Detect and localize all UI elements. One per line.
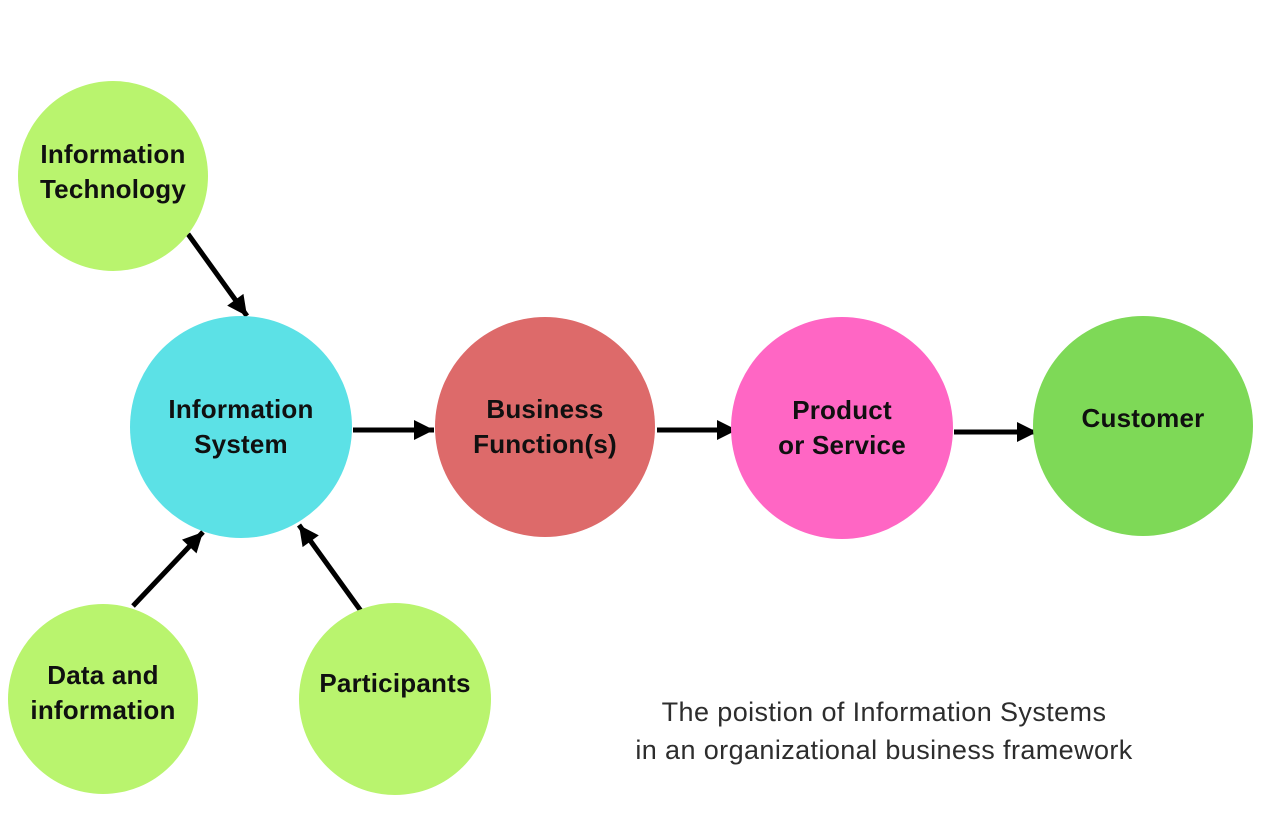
node-label-line: information <box>30 695 176 725</box>
node-product-or-service-label: Product or Service <box>778 393 906 463</box>
node-information-technology: Information Technology <box>18 81 208 271</box>
diagram-caption: The poistion of Information Systems in a… <box>635 693 1132 769</box>
node-customer: Customer <box>1033 316 1253 536</box>
node-label-line: Customer <box>1081 402 1205 433</box>
node-label-line: Business <box>486 394 604 424</box>
node-information-technology-label: Information Technology <box>40 137 186 207</box>
node-participants-label: Participants <box>319 666 470 701</box>
node-label-line: Information <box>40 139 186 169</box>
node-data-and-information-label: Data and information <box>30 658 175 728</box>
node-data-and-information: Data and information <box>8 604 198 794</box>
node-label-line: System <box>194 429 288 459</box>
node-label-line: Data and <box>47 660 159 690</box>
caption-line-2: in an organizational business framework <box>635 735 1133 765</box>
node-label-line: Technology <box>40 174 186 204</box>
caption-line-1: The poistion of Information Systems <box>661 697 1107 727</box>
node-label-line: Function(s) <box>473 429 617 459</box>
node-product-or-service: Product or Service <box>731 317 953 539</box>
node-business-functions-label: Business Function(s) <box>473 392 617 462</box>
node-label-line: Participants <box>319 667 471 698</box>
node-label-line: Information <box>168 394 314 424</box>
node-information-system: Information System <box>130 316 352 538</box>
node-business-functions: Business Function(s) <box>435 317 655 537</box>
node-label-line: Product <box>792 395 892 425</box>
node-label-line: or Service <box>778 430 906 460</box>
node-participants: Participants <box>299 603 491 795</box>
arrow-data-and-information-to-information-system <box>131 530 205 608</box>
node-customer-label: Customer <box>1082 401 1205 436</box>
arrow-participants-to-information-system <box>296 523 364 613</box>
node-information-system-label: Information System <box>168 392 313 462</box>
arrow-information-technology-to-information-system <box>185 232 250 318</box>
